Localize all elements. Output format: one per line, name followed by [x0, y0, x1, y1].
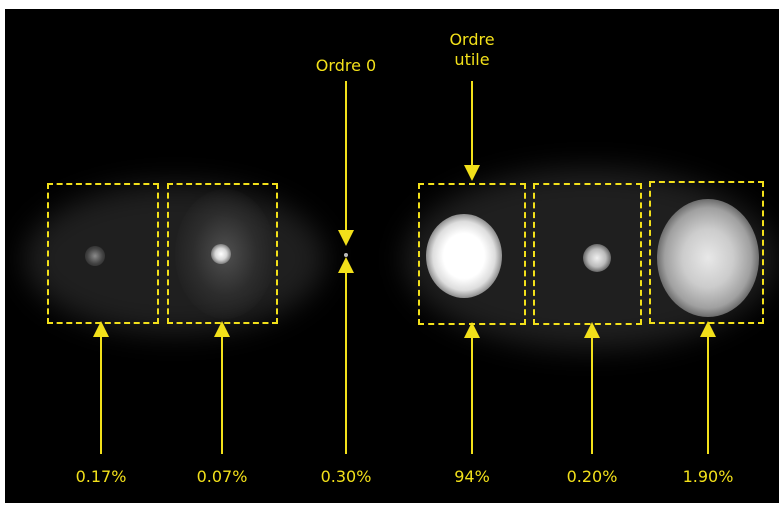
label-useful-order-line2: utile [454, 50, 490, 69]
label-order-0: Ordre 0 [315, 56, 377, 75]
spot-order-0 [344, 253, 348, 257]
percentage-label: 0.17% [75, 467, 127, 486]
percentage-label: 94% [454, 467, 490, 486]
spot-order-2 [211, 244, 231, 264]
label-useful-order-line1: Ordre [449, 30, 495, 49]
spot-order-1 [85, 246, 105, 266]
spot-order-5 [583, 244, 611, 272]
arrows-layer [93, 81, 716, 454]
percentage-label: 0.07% [196, 467, 248, 486]
spot-useful-order [426, 214, 502, 298]
diffraction-image: Ordre 0 Ordre utile 0.17% 0.07% 0.30% 94… [5, 9, 779, 503]
percentage-label: 0.20% [566, 467, 618, 486]
percentage-label: 0.30% [320, 467, 372, 486]
spot-order-6 [657, 199, 759, 317]
percentage-label: 1.90% [682, 467, 734, 486]
